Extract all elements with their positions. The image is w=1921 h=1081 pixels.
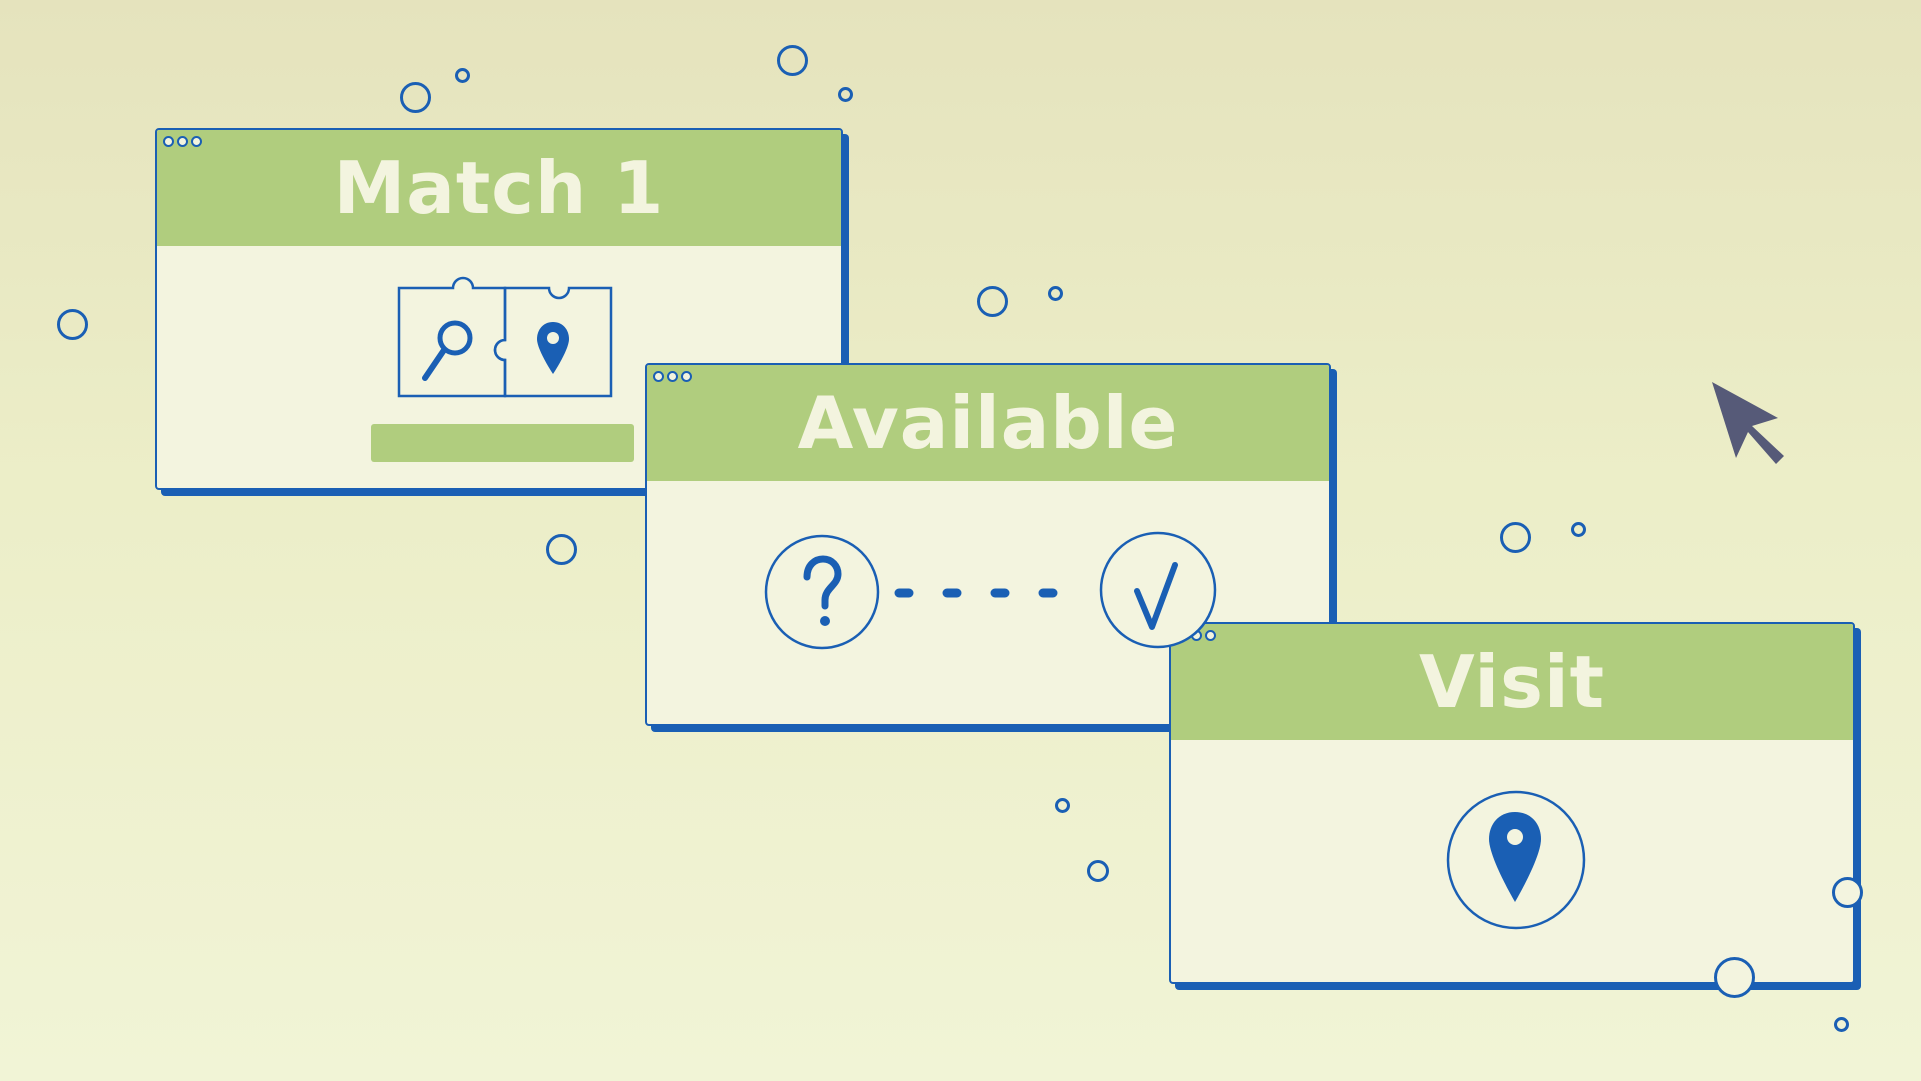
bubble-decoration bbox=[546, 534, 577, 565]
bubble-decoration bbox=[1834, 1017, 1849, 1032]
window-control-dot bbox=[667, 371, 678, 382]
window-control-dot bbox=[163, 136, 174, 147]
bubble-decoration bbox=[1048, 286, 1063, 301]
check-icon bbox=[1099, 531, 1217, 649]
bubble-decoration bbox=[838, 87, 853, 102]
location-pin-icon bbox=[1489, 812, 1541, 902]
window-control-dot bbox=[653, 371, 664, 382]
bubble-decoration bbox=[1832, 877, 1863, 908]
window-control-dot bbox=[177, 136, 188, 147]
question-icon bbox=[764, 534, 880, 650]
mouse-pointer-icon bbox=[1712, 382, 1784, 464]
available-window-title: Available bbox=[797, 381, 1179, 465]
bubble-decoration bbox=[1055, 798, 1070, 813]
available-window-header: Available bbox=[647, 365, 1329, 481]
window-control-dot bbox=[681, 371, 692, 382]
bubble-decoration bbox=[455, 68, 470, 83]
bubble-decoration bbox=[977, 286, 1008, 317]
window-control-dot bbox=[1205, 630, 1216, 641]
window-control-dot bbox=[191, 136, 202, 147]
bubble-decoration bbox=[400, 82, 431, 113]
match-window-title: Match 1 bbox=[333, 146, 665, 230]
match-window: Match 1 bbox=[155, 128, 843, 490]
bubble-decoration bbox=[1500, 522, 1531, 553]
match-window-header: Match 1 bbox=[157, 130, 841, 246]
bubble-decoration bbox=[1087, 860, 1109, 882]
magnifier-icon bbox=[422, 320, 473, 381]
location-pin-circle bbox=[1446, 790, 1586, 930]
window-controls bbox=[163, 136, 202, 147]
visit-window: Visit bbox=[1169, 622, 1855, 984]
bubble-decoration bbox=[777, 45, 808, 76]
visit-window-header: Visit bbox=[1171, 624, 1853, 740]
location-pin-icon bbox=[537, 322, 569, 374]
bubble-decoration bbox=[1714, 957, 1755, 998]
bubble-decoration bbox=[1571, 522, 1586, 537]
progress-bar bbox=[371, 424, 634, 462]
dashed-connector bbox=[894, 588, 1092, 598]
puzzle-icon bbox=[397, 276, 613, 398]
bubble-decoration bbox=[57, 309, 88, 340]
window-controls bbox=[653, 371, 692, 382]
visit-window-title: Visit bbox=[1418, 640, 1606, 724]
